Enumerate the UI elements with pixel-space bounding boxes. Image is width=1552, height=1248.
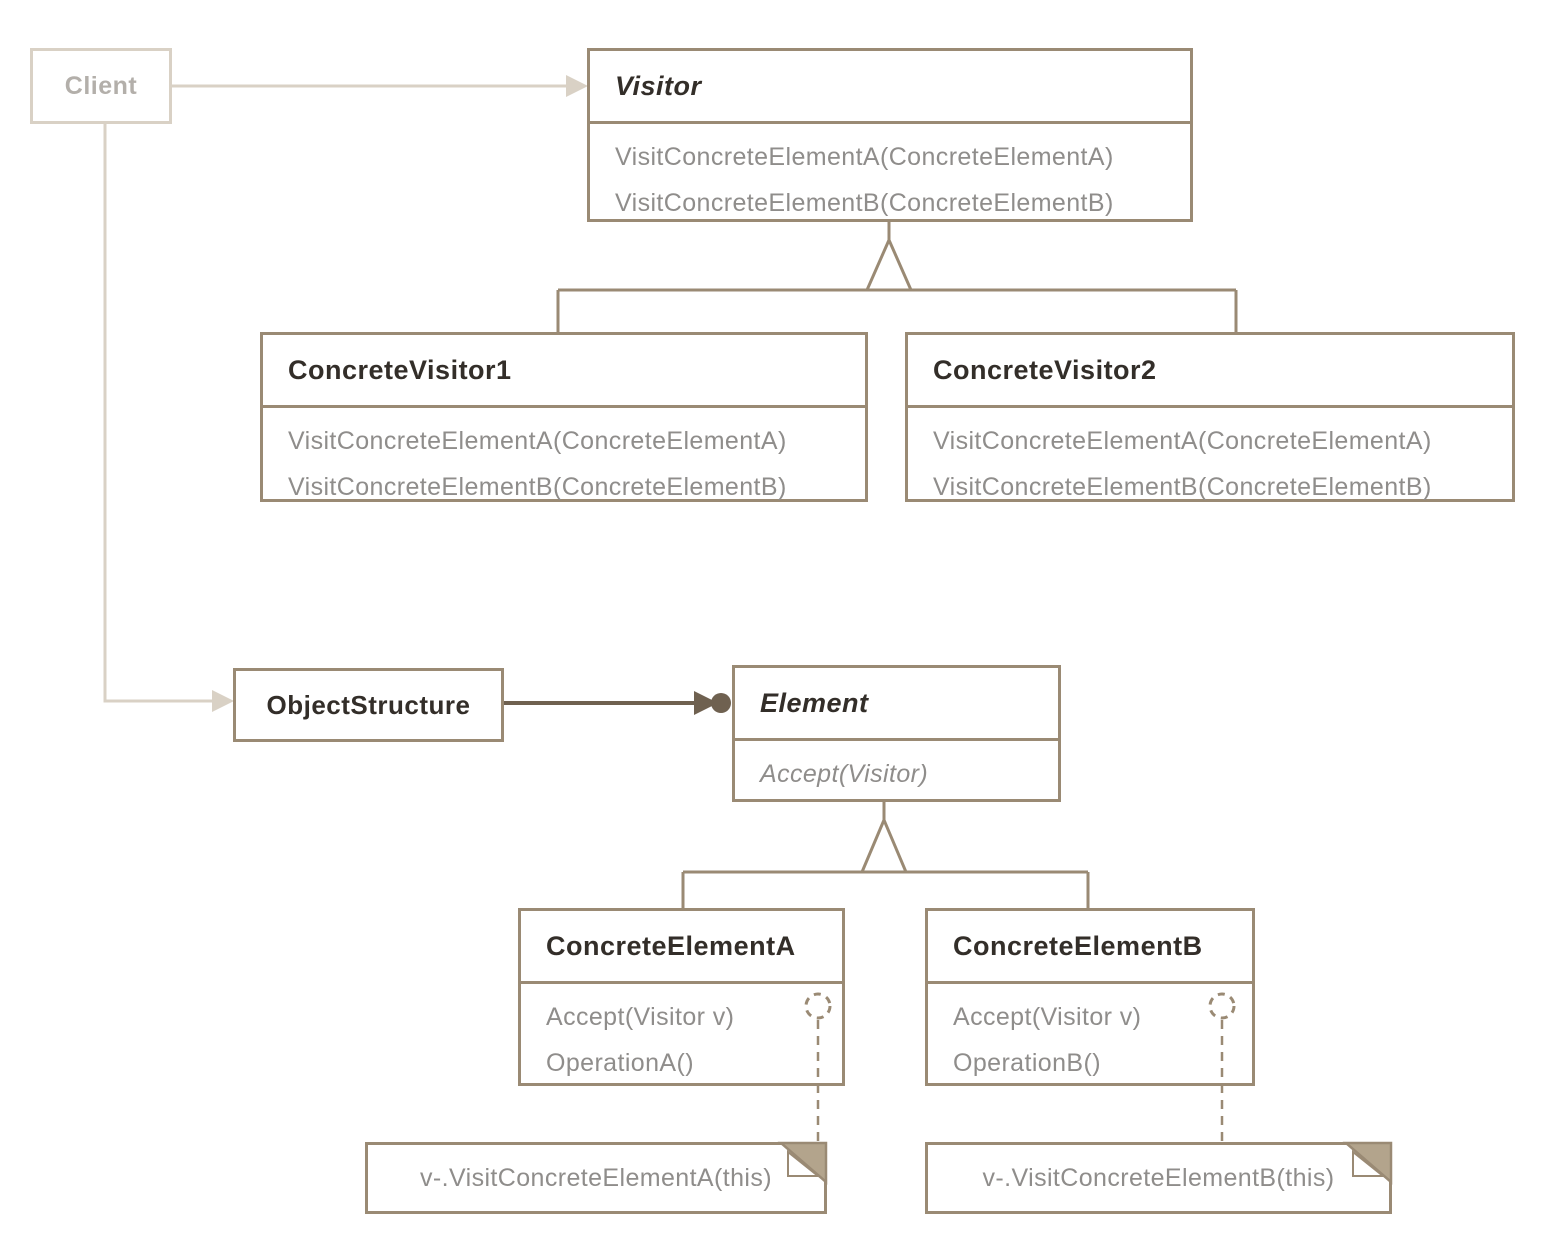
method-item: VisitConcreteElementB(ConcreteElementB) (615, 189, 1114, 217)
class-title: ConcreteElementB (928, 911, 1252, 984)
method-item: VisitConcreteElementA(ConcreteElementA) (288, 427, 787, 455)
class-title: Visitor (590, 51, 1190, 124)
generalization-triangle-icon (864, 236, 914, 292)
class-methods: VisitConcreteElementA(ConcreteElementA) … (590, 124, 1190, 226)
method-item: VisitConcreteElementA(ConcreteElementA) (615, 143, 1114, 171)
objectstructure-to-element-aggregation-arrow (504, 691, 731, 715)
class-methods: Accept(Visitor v) OperationA() (521, 984, 842, 1086)
class-methods: VisitConcreteElementA(ConcreteElementA) … (263, 408, 865, 510)
class-methods: Accept(Visitor) (735, 741, 1058, 797)
class-box-visitor: Visitor VisitConcreteElementA(ConcreteEl… (587, 48, 1193, 222)
method-item: VisitConcreteElementA(ConcreteElementA) (933, 427, 1432, 455)
note-text: v-.VisitConcreteElementA(this) (420, 1163, 772, 1192)
generalization-triangle-icon (859, 816, 909, 874)
class-title: ObjectStructure (266, 689, 471, 720)
note-box-b: v-.VisitConcreteElementB(this) (925, 1142, 1392, 1214)
method-item: Accept(Visitor v) (546, 1003, 735, 1031)
class-box-element: Element Accept(Visitor) (732, 665, 1061, 802)
visitor-generalization-tree (556, 222, 1238, 333)
class-box-concrete-element-a: ConcreteElementA Accept(Visitor v) Opera… (518, 908, 845, 1086)
class-box-client: Client (30, 48, 172, 124)
class-title: ConcreteVisitor1 (263, 335, 865, 408)
method-item: OperationB() (953, 1049, 1101, 1077)
note-text: v-.VisitConcreteElementB(this) (982, 1163, 1335, 1192)
method-item: Accept(Visitor) (760, 760, 929, 788)
class-box-concrete-visitor1: ConcreteVisitor1 VisitConcreteElementA(C… (260, 332, 868, 502)
class-title: ConcreteElementA (521, 911, 842, 984)
class-title: ConcreteVisitor2 (908, 335, 1512, 408)
class-title: Client (64, 71, 138, 100)
method-item: VisitConcreteElementB(ConcreteElementB) (933, 473, 1432, 501)
class-box-object-structure: ObjectStructure (233, 668, 504, 742)
class-methods: Accept(Visitor v) OperationB() (928, 984, 1252, 1086)
class-title: Element (735, 668, 1058, 741)
class-methods: VisitConcreteElementA(ConcreteElementA) … (908, 408, 1512, 510)
class-box-concrete-visitor2: ConcreteVisitor2 VisitConcreteElementA(C… (905, 332, 1515, 502)
method-item: VisitConcreteElementB(ConcreteElementB) (288, 473, 787, 501)
client-to-visitor-arrow (172, 75, 588, 97)
method-item: Accept(Visitor v) (953, 1003, 1142, 1031)
method-item: OperationA() (546, 1049, 694, 1077)
element-generalization-tree (681, 802, 1090, 909)
client-to-objectstructure-arrow (103, 124, 234, 712)
note-box-a: v-.VisitConcreteElementA(this) (365, 1142, 827, 1214)
class-box-concrete-element-b: ConcreteElementB Accept(Visitor v) Opera… (925, 908, 1255, 1086)
